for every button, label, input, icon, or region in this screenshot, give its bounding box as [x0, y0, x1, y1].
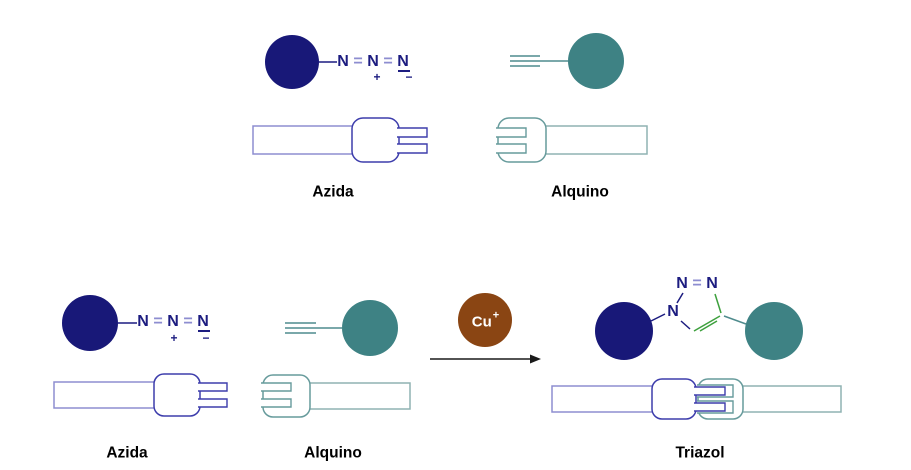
minus-charge: −	[202, 331, 210, 345]
double-bond-symbol: =	[153, 313, 163, 330]
socket-slot	[496, 143, 527, 154]
catalyst-circle	[458, 293, 512, 347]
ring-n-atom: N	[667, 303, 679, 320]
ring-bond-n1-circle	[650, 313, 666, 322]
ring-bond-c4-c5	[693, 315, 721, 332]
azide-group-circle	[62, 295, 118, 351]
socket-slot	[261, 382, 292, 392]
label-azida: Azida	[312, 183, 354, 201]
ring-bond-c5-n1	[680, 320, 691, 330]
plug-prong	[397, 143, 428, 154]
ring-bond-c4-circle	[723, 315, 747, 325]
plug-body	[651, 378, 697, 420]
azide-n-atom: N	[197, 313, 209, 330]
plug-body	[153, 373, 201, 417]
alkyne-group-circle	[745, 302, 803, 360]
plug-cable	[551, 385, 655, 413]
azide-group-circle	[595, 302, 653, 360]
copper-charge: +	[492, 309, 500, 322]
alkyne-group-circle	[342, 300, 398, 356]
azide-group-circle	[265, 35, 319, 89]
catalyst-label: Cu+	[471, 309, 500, 331]
plug-prong	[694, 386, 726, 396]
ring-bond-n1-n2	[676, 292, 684, 304]
double-bond-symbol: =	[692, 275, 702, 292]
plug-prong	[198, 398, 228, 408]
lone-pair-bar	[198, 329, 210, 332]
reaction-arrow-head	[530, 354, 541, 364]
azide-n-atom: N	[167, 313, 179, 330]
label-azida: Azida	[106, 444, 148, 462]
plug-cable	[53, 381, 157, 409]
alkyne-group-circle	[568, 33, 624, 89]
plug-prong	[694, 402, 726, 412]
double-bond-symbol: =	[383, 53, 393, 70]
azide-n-atom: N	[137, 313, 149, 330]
double-bond-symbol: =	[353, 53, 363, 70]
copper-symbol: Cu	[471, 313, 492, 331]
plug-prong	[397, 127, 428, 138]
label-alquino: Alquino	[551, 183, 609, 201]
socket-slot	[261, 398, 292, 408]
plug-prong	[198, 382, 228, 392]
triazole-ring-top-atoms: N=N	[675, 276, 720, 292]
minus-charge: −	[405, 70, 413, 84]
plug-cable	[252, 125, 355, 155]
socket-body	[497, 117, 547, 163]
plus-charge: +	[373, 70, 381, 84]
ring-bond-c4-c5-double	[699, 320, 718, 332]
ring-bond-n3-c4	[714, 293, 722, 314]
label-triazol: Triazol	[675, 444, 725, 462]
azide-n-atom: N	[337, 53, 349, 70]
ring-n-atom: N	[706, 275, 718, 292]
azide-n-atom: N	[397, 53, 409, 70]
double-bond-symbol: =	[183, 313, 193, 330]
lone-pair-bar	[398, 69, 410, 72]
label-alquino: Alquino	[304, 444, 362, 462]
azide-formula: N=N=N	[136, 314, 211, 330]
socket-cable	[543, 125, 648, 155]
ring-n-atom: N	[676, 275, 688, 292]
socket-slot	[496, 127, 527, 138]
azide-formula: N=N=N	[336, 54, 411, 70]
azide-n-atom: N	[367, 53, 379, 70]
plug-body	[351, 117, 400, 163]
socket-cable	[740, 385, 842, 413]
socket-cable	[305, 382, 411, 410]
plus-charge: +	[170, 331, 178, 345]
socket-body	[262, 374, 311, 418]
